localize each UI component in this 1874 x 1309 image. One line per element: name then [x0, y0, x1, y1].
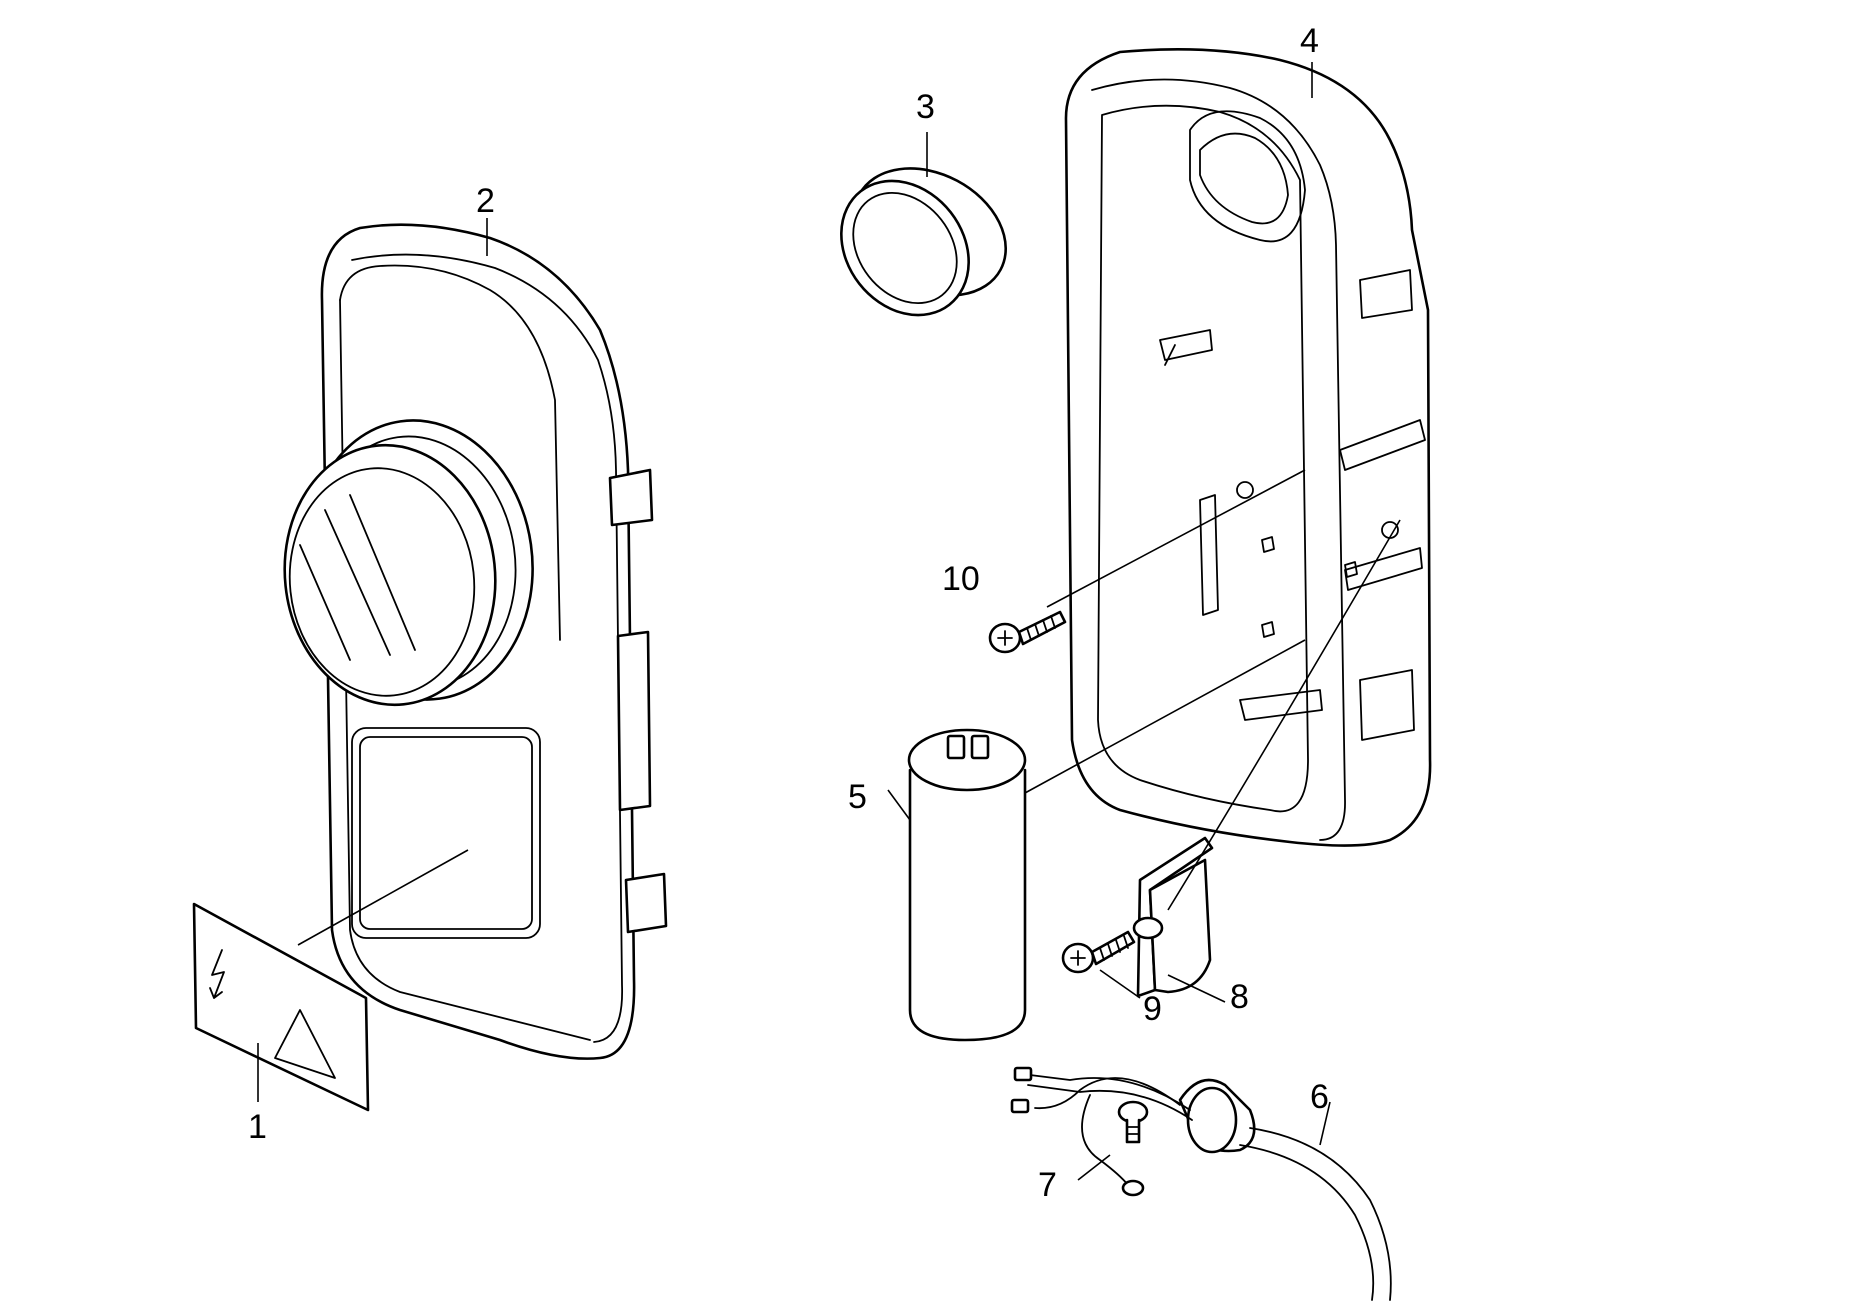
part-10-screw — [988, 610, 1067, 654]
callout-10: 10 — [942, 560, 980, 598]
part-3-oval-grommet — [840, 167, 1008, 317]
part-2-front-cover — [283, 223, 668, 1060]
leader-lines — [257, 62, 1401, 1181]
callout-8: 8 — [1230, 978, 1249, 1016]
callout-3: 3 — [916, 88, 935, 126]
callout-1: 1 — [248, 1108, 267, 1146]
callout-labels: 1 2 3 4 5 6 7 8 9 10 — [248, 22, 1329, 1204]
warning-triangle-icon — [274, 1009, 336, 1079]
part-8-clamp-bracket — [1132, 836, 1214, 998]
callout-2: 2 — [476, 182, 495, 220]
part-9-screw — [1061, 930, 1136, 974]
part-6-cable — [1010, 1066, 1392, 1301]
callout-4: 4 — [1300, 22, 1319, 60]
callout-7: 7 — [1038, 1166, 1057, 1204]
lightning-icon — [209, 949, 225, 999]
part-1-warning-label — [192, 902, 370, 1112]
part-4-housing-base — [1064, 48, 1432, 847]
part-7-screw — [1117, 1100, 1149, 1144]
callout-6: 6 — [1310, 1078, 1329, 1116]
callout-5: 5 — [848, 778, 867, 816]
callout-9: 9 — [1143, 990, 1162, 1028]
part-5-capacitor — [907, 728, 1027, 1042]
